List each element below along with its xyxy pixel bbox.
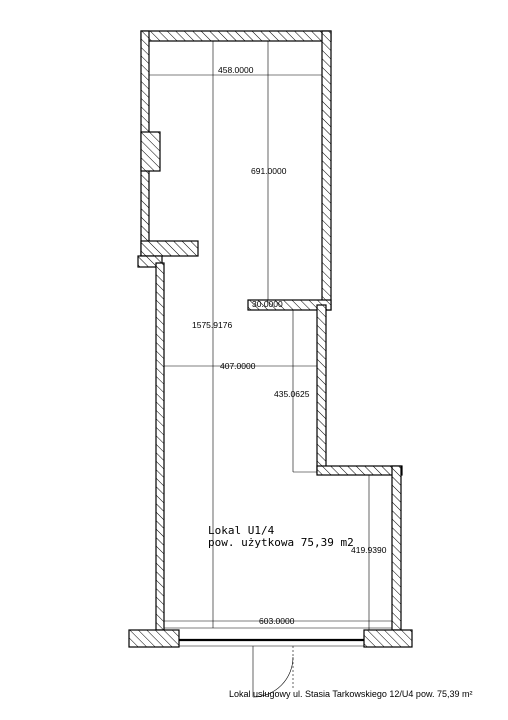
- inner-lines: [148, 41, 392, 647]
- wall-far-right: [391, 465, 402, 631]
- entrance-door: [252, 646, 294, 698]
- pillar-bottom-right: [363, 629, 413, 648]
- dimension-lines: [149, 41, 392, 628]
- wall-step: [247, 299, 332, 311]
- wall-upper-right: [321, 30, 332, 311]
- wall-stub-horizontal: [140, 240, 199, 257]
- dim-right-height: 419.9390: [351, 545, 387, 555]
- dim-step: 30.0000: [252, 299, 283, 309]
- dimension-labels: 458.0000 691.0000 30.0000 1575.9176 407.…: [192, 65, 387, 626]
- plan-caption: Lokal usługowy ul. Stasia Tarkowskiego 1…: [229, 689, 472, 699]
- dim-total-height: 1575.9176: [192, 320, 232, 330]
- room-name: Lokal U1/4: [208, 524, 275, 537]
- wall-right-step: [316, 465, 403, 476]
- dim-bottom-width: 603.0000: [259, 616, 295, 626]
- wall-lower-left: [155, 262, 165, 631]
- wall-middle-right: [316, 304, 327, 474]
- pillar-bottom-left: [128, 629, 180, 648]
- dim-mid-height: 435.0625: [274, 389, 310, 399]
- dim-top-width: 458.0000: [218, 65, 254, 75]
- dim-upper-height: 691.0000: [251, 166, 287, 176]
- wall-stub-left: [137, 255, 163, 268]
- chimney-block: [140, 131, 161, 172]
- wall-top: [140, 30, 332, 42]
- room-area: pow. użytkowa 75,39 m2: [208, 536, 354, 549]
- dim-mid-width: 407.0000: [220, 361, 256, 371]
